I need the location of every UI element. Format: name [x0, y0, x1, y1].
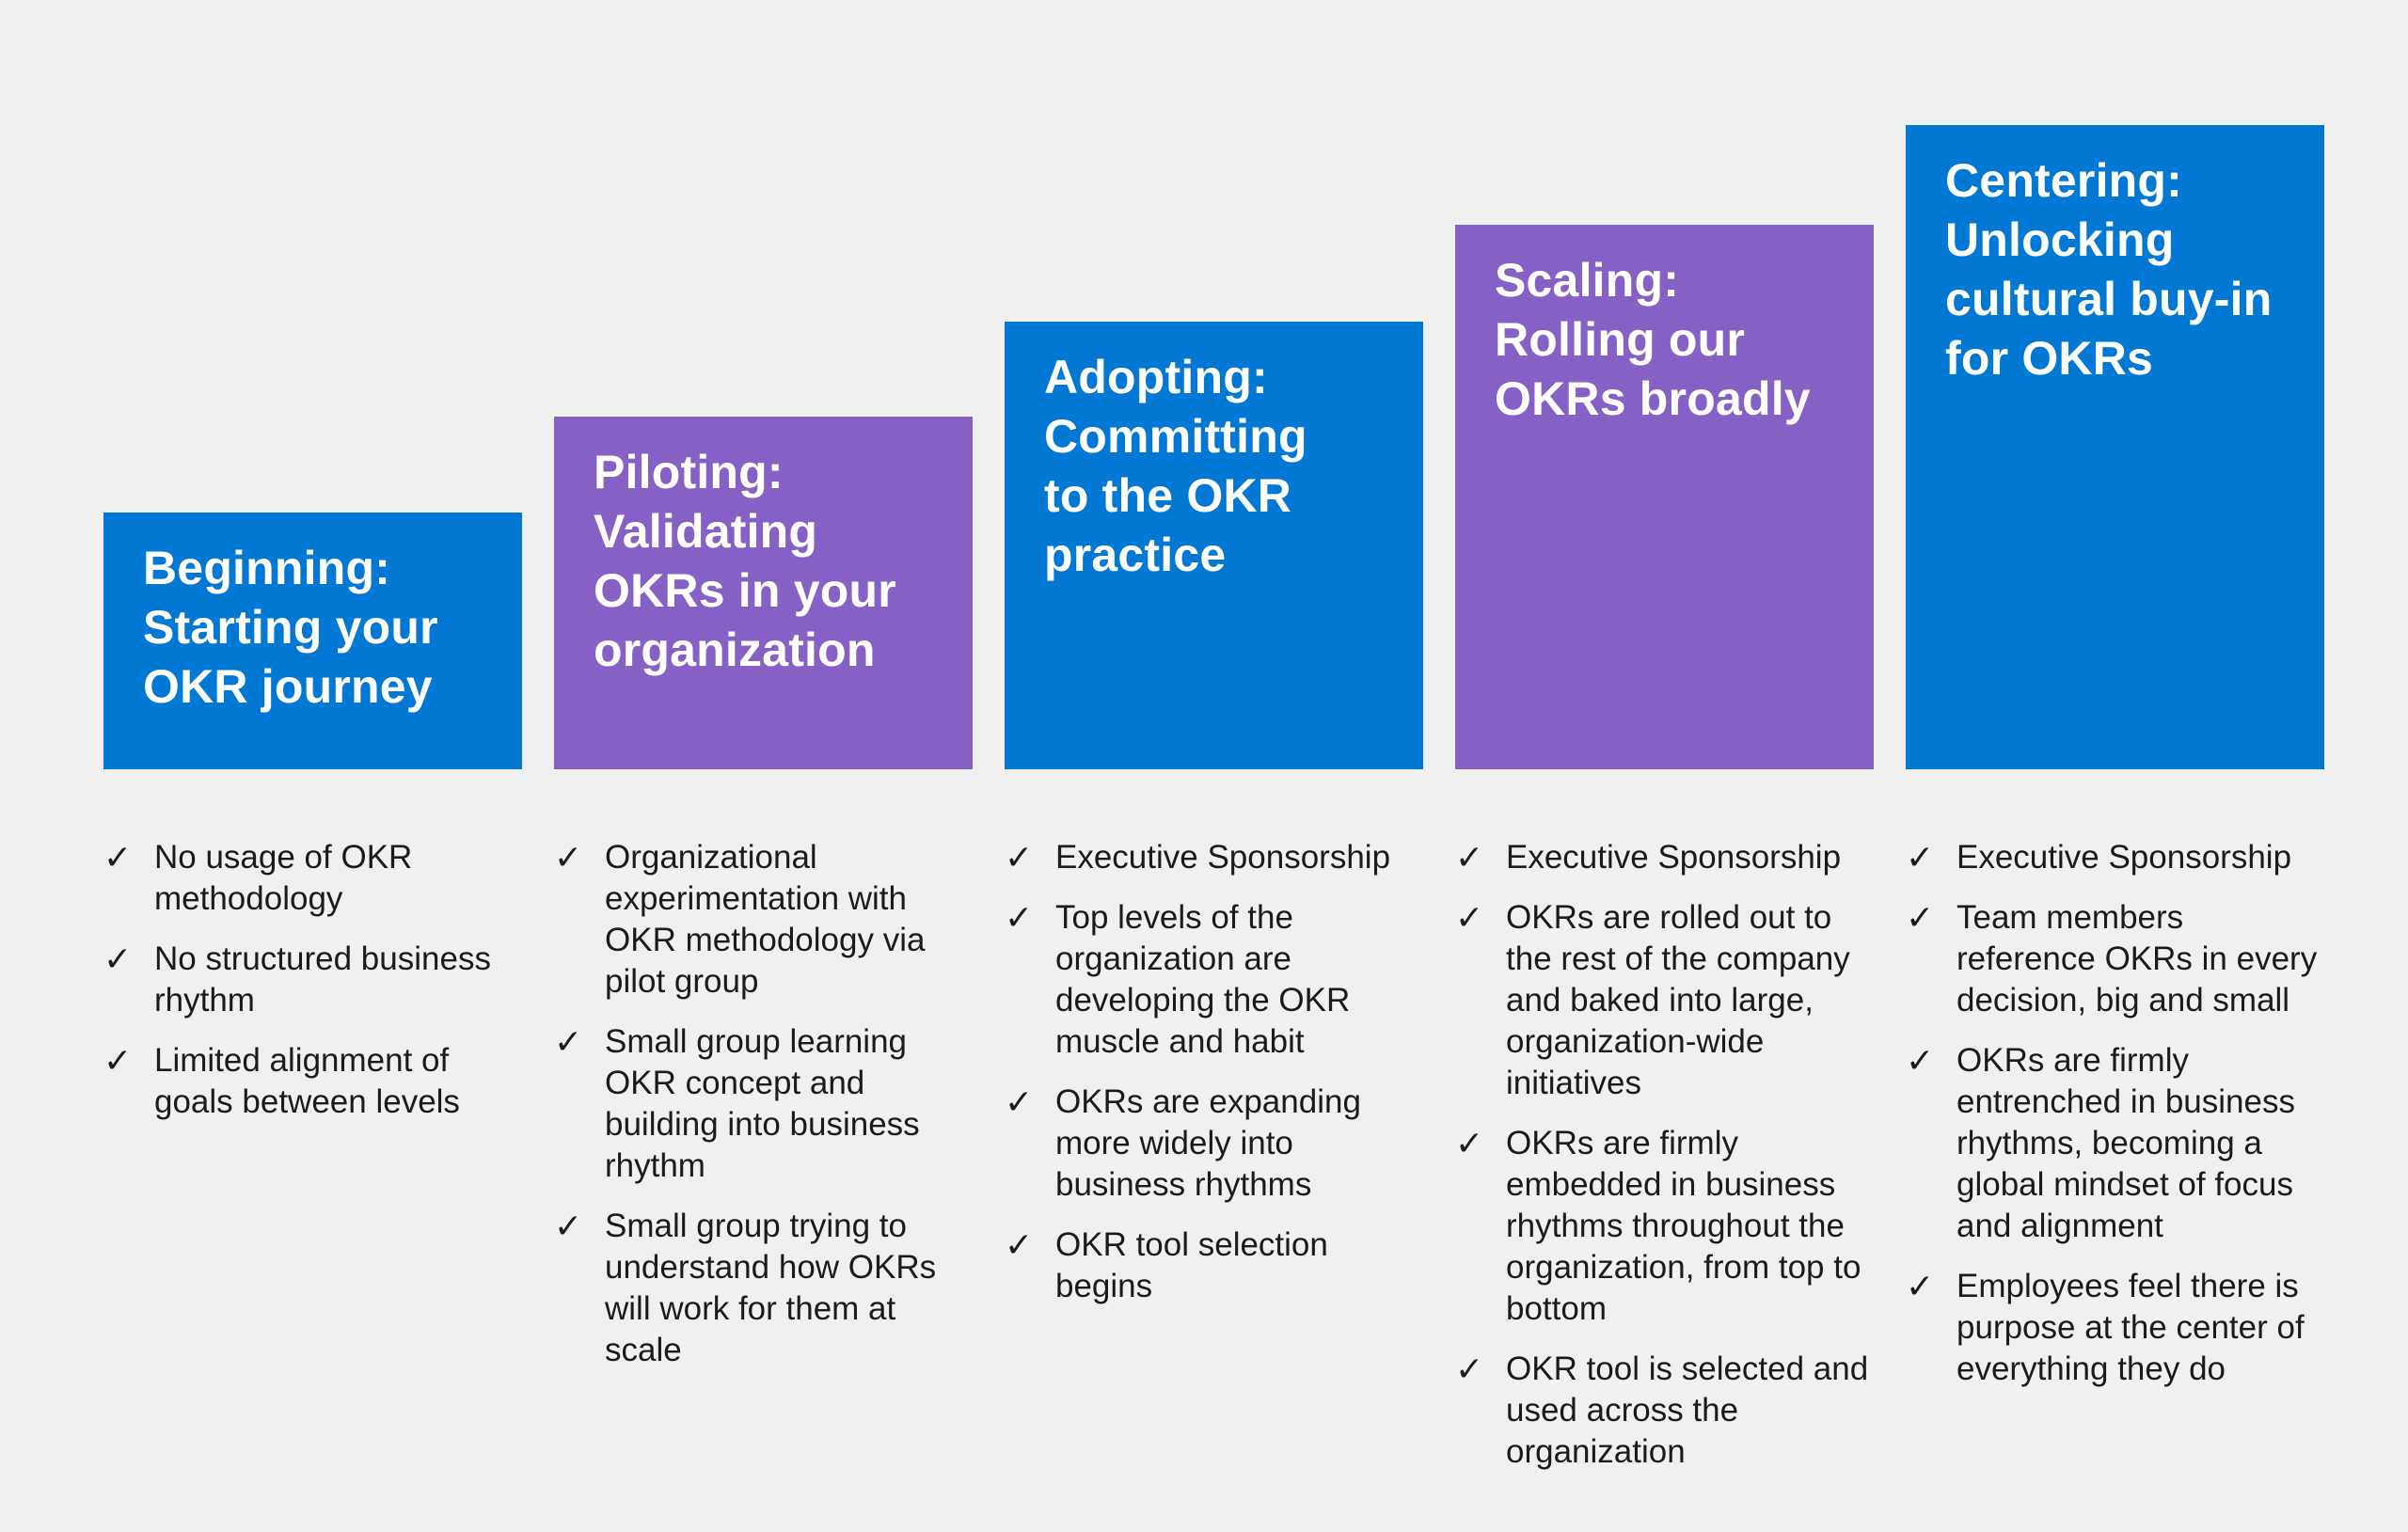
stage-checklist-piloting: ✓ Organizational experimentation with OK…: [554, 837, 973, 1371]
list-item: ✓ Executive Sponsorship: [1005, 837, 1423, 878]
stage-header-centering: Centering: Unlocking cultural buy-in for…: [1906, 125, 2324, 769]
check-icon: ✓: [1005, 1225, 1034, 1264]
check-icon: ✓: [1455, 838, 1484, 877]
stage-checklist-scaling: ✓ Executive Sponsorship ✓ OKRs are rolle…: [1455, 837, 1874, 1473]
check-icon: ✓: [1906, 838, 1935, 877]
list-item: ✓ No structured business rhythm: [103, 939, 522, 1021]
check-icon: ✓: [1906, 898, 1935, 937]
list-item-text: Small group trying to understand how OKR…: [605, 1208, 937, 1368]
list-item-text: Team members reference OKRs in every dec…: [1956, 899, 2318, 1019]
list-item: ✓ Small group learning OKR concept and b…: [554, 1021, 973, 1187]
check-icon: ✓: [1455, 898, 1484, 937]
list-item: ✓ Executive Sponsorship: [1455, 837, 1874, 878]
list-item: ✓ Team members reference OKRs in every d…: [1906, 897, 2324, 1021]
stage-header-zone: Beginning: Starting your OKR journey: [103, 125, 522, 769]
check-icon: ✓: [103, 940, 133, 978]
list-item: ✓ OKRs are firmly entrenched in business…: [1906, 1040, 2324, 1247]
stage-checklist-beginning: ✓ No usage of OKR methodology ✓ No struc…: [103, 837, 522, 1123]
check-icon: ✓: [1906, 1267, 1935, 1305]
list-item-text: Executive Sponsorship: [1956, 839, 2292, 876]
check-icon: ✓: [554, 1207, 583, 1245]
list-item-text: OKRs are rolled out to the rest of the c…: [1506, 899, 1850, 1101]
stage-column-scaling: Scaling: Rolling our OKRs broadly ✓ Exec…: [1455, 125, 1874, 1492]
stage-column-piloting: Piloting: Validating OKRs in your organi…: [554, 125, 973, 1492]
list-item-text: Employees feel there is purpose at the c…: [1956, 1268, 2305, 1387]
list-item: ✓ OKR tool selection begins: [1005, 1224, 1423, 1307]
stage-column-centering: Centering: Unlocking cultural buy-in for…: [1906, 125, 2324, 1492]
check-icon: ✓: [103, 1041, 133, 1080]
stage-header-zone: Adopting: Committing to the OKR practice: [1005, 125, 1423, 769]
stage-checklist-centering: ✓ Executive Sponsorship ✓ Team members r…: [1906, 837, 2324, 1390]
check-icon: ✓: [1005, 838, 1034, 877]
check-icon: ✓: [554, 838, 583, 877]
stage-header-adopting: Adopting: Committing to the OKR practice: [1005, 322, 1423, 769]
check-icon: ✓: [1005, 1082, 1034, 1121]
list-item-text: OKR tool selection begins: [1055, 1226, 1328, 1304]
stage-header-scaling: Scaling: Rolling our OKRs broadly: [1455, 225, 1874, 769]
stage-header-piloting: Piloting: Validating OKRs in your organi…: [554, 417, 973, 769]
list-item: ✓ OKRs are expanding more widely into bu…: [1005, 1082, 1423, 1206]
list-item-text: Executive Sponsorship: [1055, 839, 1391, 876]
stage-column-beginning: Beginning: Starting your OKR journey ✓ N…: [103, 125, 522, 1492]
stage-header-zone: Centering: Unlocking cultural buy-in for…: [1906, 125, 2324, 769]
list-item: ✓ Organizational experimentation with OK…: [554, 837, 973, 1003]
list-item-text: Small group learning OKR concept and bui…: [605, 1023, 920, 1184]
list-item-text: OKRs are expanding more widely into busi…: [1055, 1083, 1361, 1203]
list-item-text: No usage of OKR methodology: [154, 839, 413, 917]
check-icon: ✓: [1455, 1350, 1484, 1388]
list-item-text: OKR tool is selected and used across the…: [1506, 1350, 1869, 1470]
list-item: ✓ Executive Sponsorship: [1906, 837, 2324, 878]
list-item-text: Executive Sponsorship: [1506, 839, 1842, 876]
stage-header-beginning: Beginning: Starting your OKR journey: [103, 513, 522, 769]
check-icon: ✓: [554, 1022, 583, 1061]
list-item-text: OKRs are firmly entrenched in business r…: [1956, 1042, 2295, 1244]
list-item: ✓ Top levels of the organization are dev…: [1005, 897, 1423, 1063]
list-item: ✓ Limited alignment of goals between lev…: [103, 1040, 522, 1123]
stage-checklist-adopting: ✓ Executive Sponsorship ✓ Top levels of …: [1005, 837, 1423, 1307]
check-icon: ✓: [1455, 1124, 1484, 1162]
list-item-text: OKRs are firmly embedded in business rhy…: [1506, 1125, 1861, 1327]
check-icon: ✓: [1005, 898, 1034, 937]
stage-columns: Beginning: Starting your OKR journey ✓ N…: [103, 125, 2324, 1492]
list-item: ✓ Employees feel there is purpose at the…: [1906, 1266, 2324, 1390]
list-item: ✓ OKRs are firmly embedded in business r…: [1455, 1123, 1874, 1330]
stage-header-zone: Scaling: Rolling our OKRs broadly: [1455, 125, 1874, 769]
list-item-text: Top levels of the organization are devel…: [1055, 899, 1351, 1060]
list-item: ✓ Small group trying to understand how O…: [554, 1206, 973, 1371]
list-item-text: Limited alignment of goals between level…: [154, 1042, 460, 1120]
check-icon: ✓: [103, 838, 133, 877]
list-item: ✓ OKRs are rolled out to the rest of the…: [1455, 897, 1874, 1104]
list-item: ✓ No usage of OKR methodology: [103, 837, 522, 920]
check-icon: ✓: [1906, 1041, 1935, 1080]
list-item-text: Organizational experimentation with OKR …: [605, 839, 926, 1000]
list-item: ✓ OKR tool is selected and used across t…: [1455, 1349, 1874, 1473]
stage-column-adopting: Adopting: Committing to the OKR practice…: [1005, 125, 1423, 1492]
stage-header-zone: Piloting: Validating OKRs in your organi…: [554, 125, 973, 769]
list-item-text: No structured business rhythm: [154, 940, 491, 1019]
